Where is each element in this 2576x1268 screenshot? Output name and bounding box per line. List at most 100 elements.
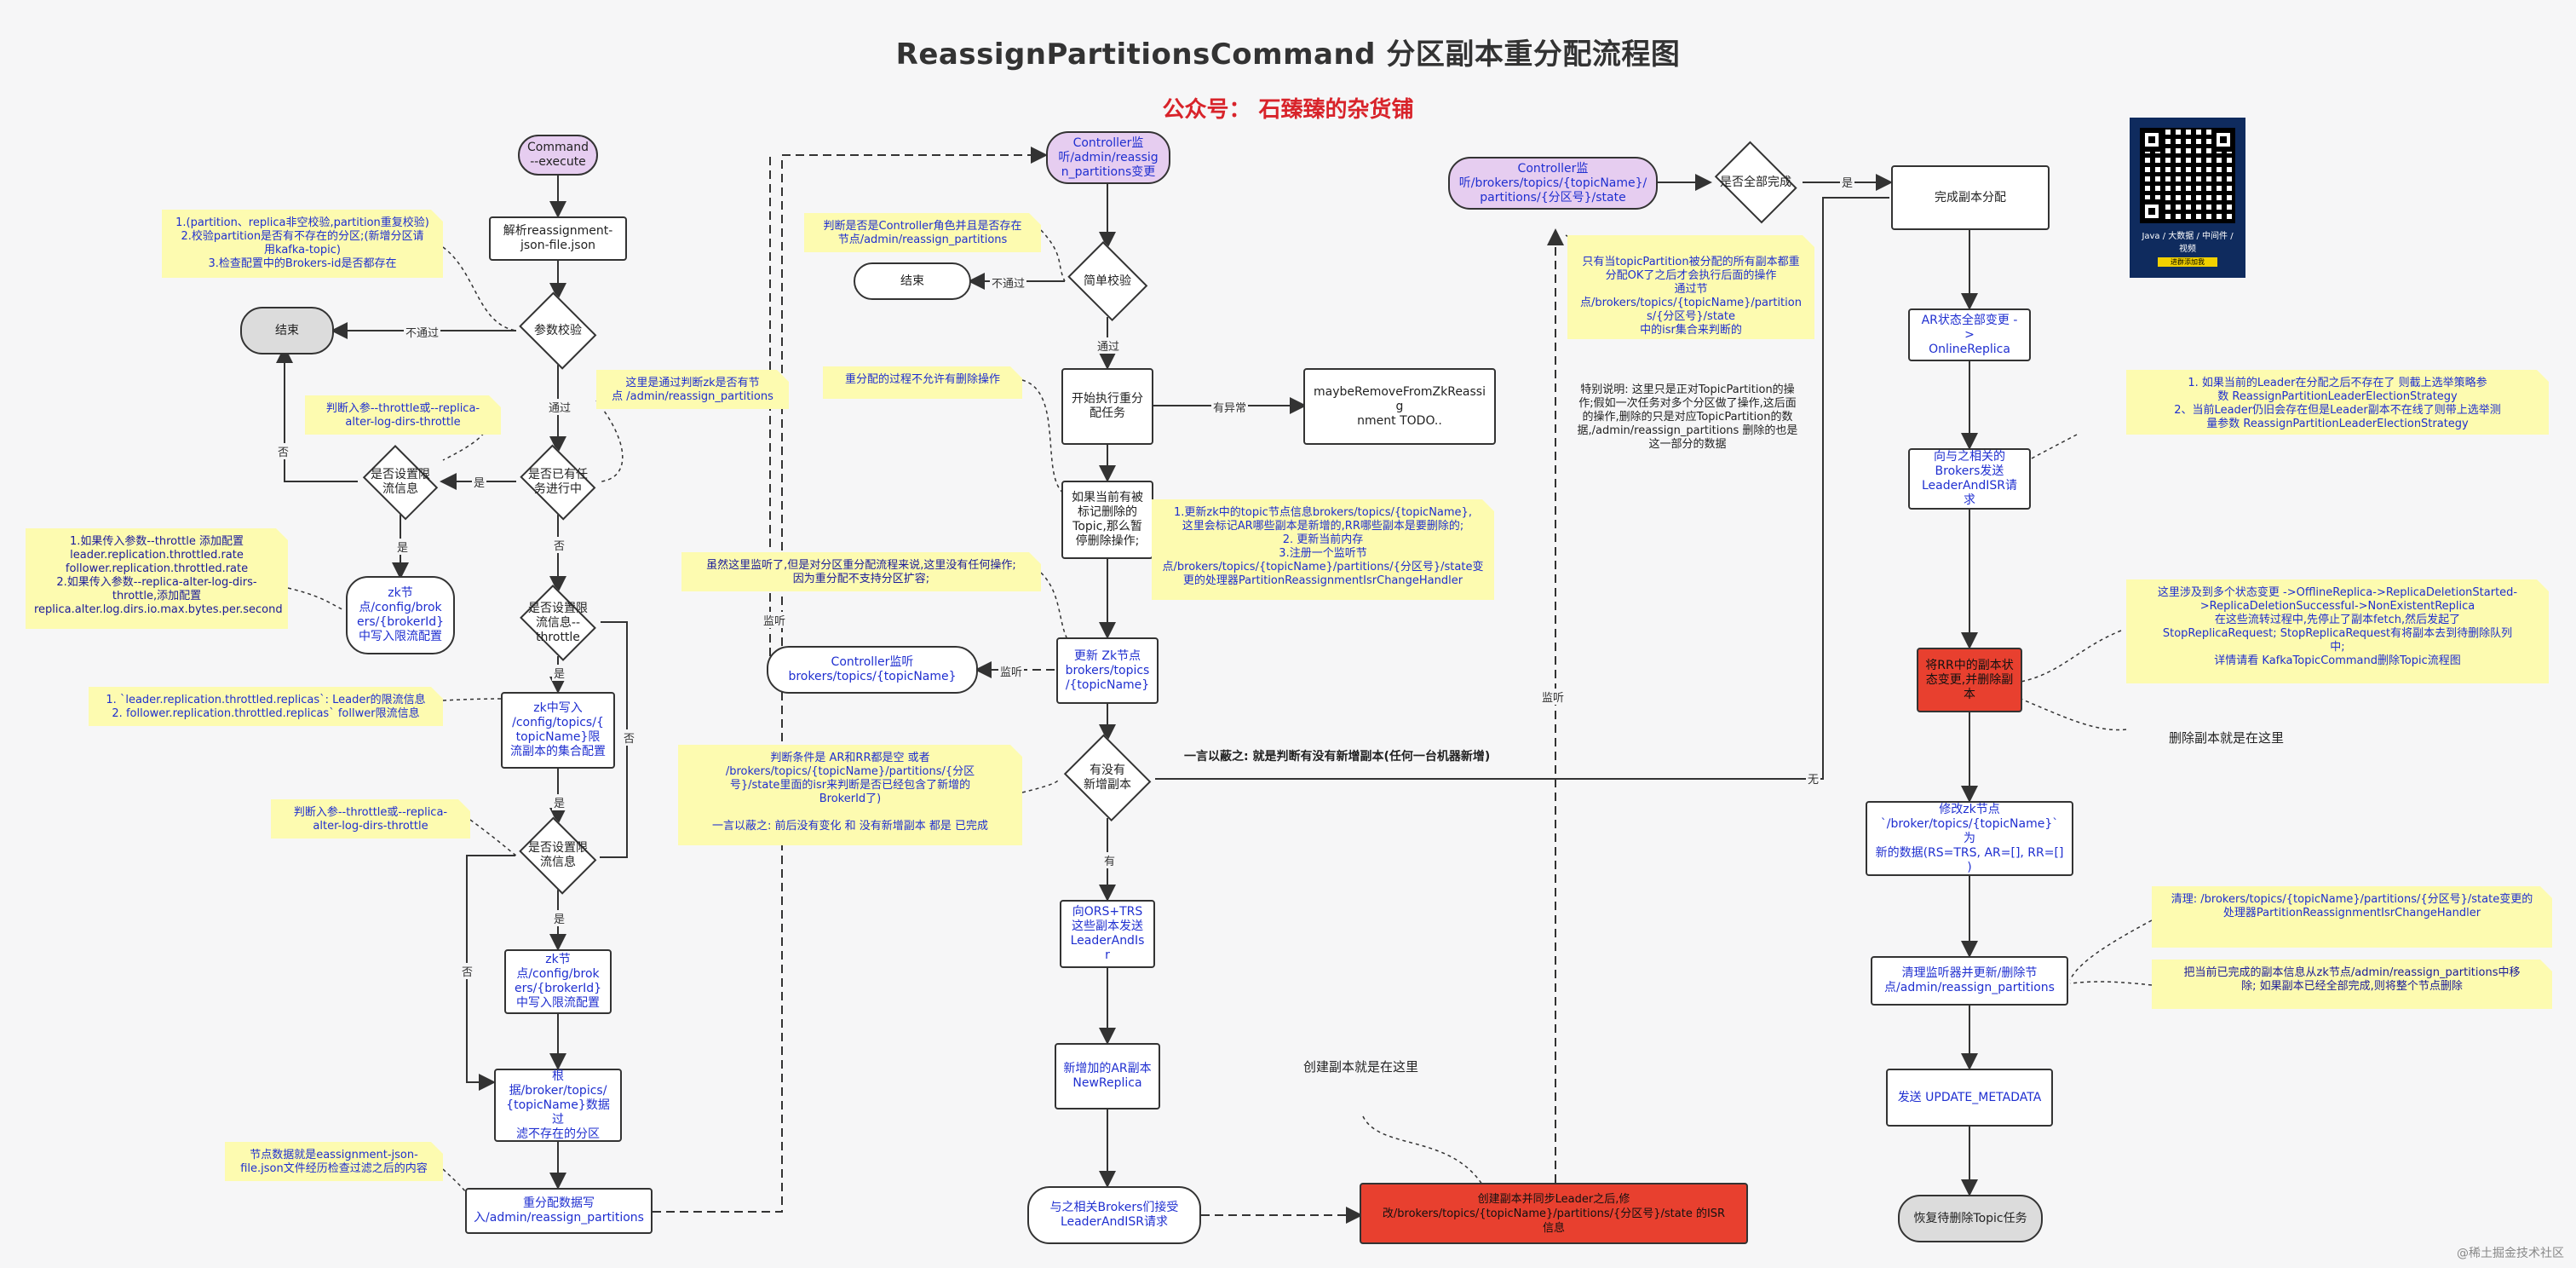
page-title: ReassignPartitionsCommand 分区副本重分配流程图 <box>895 37 1681 72</box>
controller-listen-reassign-text: Controller监 听/admin/reassig n_partitions… <box>1058 135 1159 179</box>
qr-finder <box>2211 128 2235 152</box>
task-running-label: 是否已有任 务进行中 <box>528 468 588 496</box>
edge-label-pass-mid: 通过 <box>1095 337 1122 354</box>
qr-pattern <box>2140 128 2235 223</box>
filter-partitions-node: 根 据/broker/topics/ {topicName}数据过 滤不存在的分… <box>494 1069 622 1142</box>
note-link <box>469 819 517 856</box>
edge-label-not-pass-mid: 不通过 <box>990 274 1027 291</box>
edge-label-no-2: 否 <box>552 537 567 553</box>
param-check-label: 参数校验 <box>534 323 582 337</box>
note-link <box>1362 1115 1483 1185</box>
edge-label-has: 有 <box>1102 852 1118 868</box>
controller-listen-topic-text: Controller监听 brokers/topics/{topicName} <box>788 655 957 683</box>
update-isr-text: 创建副本并同步Leader之后,修 改/brokers/topics/{topi… <box>1382 1192 1726 1235</box>
note-link <box>287 587 345 611</box>
end-node-middle: 结束 <box>854 262 971 300</box>
note-throttle-2: 判断入参--throttle或--replica- alter-log-dirs… <box>271 799 470 839</box>
throttle-decision-2: 是否设置限 流信息-- throttle <box>515 590 601 656</box>
note-isr-check-text: 只有当topicPartition被分配的所有副本都重 分配OK了之后才会执行后… <box>1580 256 1802 337</box>
send-leader-isr-node: 向ORS+TRS 这些副本发送 LeaderAndIsr <box>1060 900 1155 968</box>
pause-delete-node: 如果当前有被 标记删除的 Topic,那么暂 停删除操作; <box>1061 481 1153 559</box>
simple-check-label: 简单校验 <box>1084 274 1131 288</box>
send-leader-isr-text: 向ORS+TRS 这些副本发送 LeaderAndIsr <box>1070 905 1145 962</box>
parse-json-node: 解析reassignment- json-file.json <box>489 216 627 261</box>
edge-label-none: 无 <box>1806 770 1821 787</box>
note-listen-noop: 虽然这里监听了,但是对分区重分配流程来说,这里没有任何操作; 因为重分配不支持分… <box>681 552 1041 591</box>
edge-label-pass: 通过 <box>547 399 573 415</box>
brokers-receive-text: 与之相关Brokers们接受 LeaderAndISR请求 <box>1049 1201 1179 1229</box>
zk-topic-config-node: zk中写入 /config/topics/{ topicName}限 流副本的集… <box>501 692 615 769</box>
edge-label-no-3: 否 <box>622 729 637 746</box>
edge-label-exception: 有异常 <box>1211 399 1249 415</box>
edge-label-listen-mid: 监听 <box>998 663 1025 679</box>
note-link <box>2020 630 2122 683</box>
edge-label-yes-3: 是 <box>552 665 567 681</box>
delete-here-text: 删除副本就是在这里 <box>2169 730 2285 746</box>
note-link <box>1021 778 1061 793</box>
note-link <box>1021 379 1066 495</box>
edge-label-yes-right: 是 <box>1840 174 1855 190</box>
edge-label-yes: 是 <box>472 474 487 490</box>
zk-config-broker-node-1: zk节 点/config/brok ers/{brokerId} 中写入限流配置 <box>346 576 455 654</box>
has-new-replica-decision: 有没有 新增副本 <box>1060 738 1155 818</box>
maybe-remove-node: maybeRemoveFromZkReassig nment TODO.. <box>1303 368 1496 445</box>
throttle-decision-1: 是否设置限 流信息 <box>358 450 443 515</box>
filter-partitions-text: 根 据/broker/topics/ {topicName}数据过 滤不存在的分… <box>506 1069 610 1141</box>
note-link <box>1040 572 1074 648</box>
ar-online-node: AR状态全部变更 -> OnlineReplica <box>1908 308 2031 361</box>
task-running-decision: 是否已有任 务进行中 <box>515 450 601 515</box>
all-done-decision: 是否全部完成 <box>1709 147 1803 218</box>
has-new-replica-label: 有没有 新增副本 <box>1084 764 1131 792</box>
note-update-zk: 1.更新zk中的topic节点信息brokers/topics/{topicNa… <box>1152 499 1494 600</box>
zk-config-broker-node-2: zk节 点/config/brok ers/{brokerId} 中写入限流配置 <box>504 949 612 1014</box>
write-reassign-node: 重分配数据写 入/admin/reassign_partitions <box>465 1188 653 1234</box>
note-link <box>1040 229 1066 282</box>
note-special: 特别说明: 这里只是正对TopicPartition的操 作;假如一次任务对多个… <box>1577 383 1798 451</box>
note-link <box>2069 919 2153 981</box>
page-subtitle: 公众号： 石臻臻的杂货铺 <box>1162 97 1414 123</box>
edge-label-yes-4: 是 <box>552 794 567 810</box>
zk-topic-config-text: zk中写入 /config/topics/{ topicName}限 流副本的集… <box>510 701 606 758</box>
note-clear-node: 把当前已完成的副本信息从zk节点/admin/reassign_partitio… <box>2152 960 2552 1009</box>
resume-delete-node: 恢复待删除Topic任务 <box>1898 1195 2043 1242</box>
note-throttle-config: 1.如果传入参数--throttle 添加配置 leader.replicati… <box>26 528 288 629</box>
note-isr-math: targetReplicas.subsetOf(isr) <box>1605 351 1777 365</box>
note-clear-handler: 清理: /brokers/topics/{topicName}/partitio… <box>2152 886 2552 948</box>
clear-listener-node: 清理监听器并更新/删除节 点/admin/reassign_partitions <box>1871 956 2068 1006</box>
edge-label-yes-5: 是 <box>552 910 567 926</box>
update-zk-node: 更新 Zk节点 brokers/topics /{topicName} <box>1056 637 1159 704</box>
create-here-text: 创建副本就是在这里 <box>1303 1059 1419 1075</box>
edge-label-not-pass: 不通过 <box>404 324 441 340</box>
update-isr-node: 创建副本并同步Leader之后,修 改/brokers/topics/{topi… <box>1360 1183 1748 1244</box>
ar-online-text: AR状态全部变更 -> OnlineReplica <box>1921 313 2018 356</box>
note-param-check: 1.(partition、replica非空校验,partition重复校验) … <box>162 210 443 278</box>
controller-listen-state-text: Controller监 听/brokers/topics/{topicName}… <box>1458 161 1647 205</box>
qr-caption: Java / 大数据 / 中间件 / 视频 <box>2142 232 2234 254</box>
summary-text: 一言以蔽之: 就是判断有没有新增副本(任何一台机器新增) <box>1184 750 1491 764</box>
throttle-decision-2-label: 是否设置限 流信息-- throttle <box>528 601 588 644</box>
watermark: @稀土掘金技术社区 <box>2457 1247 2564 1260</box>
zk-config-broker-2-text: zk节 点/config/brok ers/{brokerId} 中写入限流配置 <box>514 953 602 1010</box>
delete-rr-node: 将RR中的副本状 态变更,并删除副本 <box>1917 648 2022 712</box>
update-zk-text: 更新 Zk节点 brokers/topics /{topicName} <box>1065 648 1150 692</box>
command-execute-node: Command --execute <box>518 135 598 176</box>
modify-zk-text: 修改zk节点 `/broker/topics/{topicName}` 为 新的… <box>1875 802 2064 874</box>
zk-config-broker-1-text: zk节 点/config/brok ers/{brokerId} 中写入限流配置 <box>356 586 445 643</box>
throttle-decision-1-label: 是否设置限 流信息 <box>371 468 430 496</box>
note-judge: 判断条件是 AR和RR都是空 或者 /brokers/topics/{topic… <box>678 745 1022 845</box>
edge-label-listen-left: 监听 <box>762 612 788 628</box>
new-replica-text: 新增加的AR副本 NewReplica <box>1063 1062 1152 1090</box>
controller-listen-reassign-node: Controller监 听/admin/reassig n_partitions… <box>1046 131 1170 184</box>
send-metadata-node: 发送 UPDATE_METADATA <box>1886 1069 2053 1127</box>
simple-check-decision: 简单校验 <box>1063 245 1152 317</box>
controller-listen-state-node: Controller监 听/brokers/topics/{topicName}… <box>1448 157 1658 210</box>
write-reassign-text: 重分配数据写 入/admin/reassign_partitions <box>474 1196 644 1225</box>
note-isr-check: 只有当topicPartition被分配的所有副本都重 分配OK了之后才会执行后… <box>1567 235 1814 339</box>
done-node: 完成副本分配 <box>1891 165 2050 230</box>
qr-finder <box>2140 199 2164 223</box>
start-task-node: 开始执行重分 配任务 <box>1061 368 1153 445</box>
note-link <box>442 698 502 701</box>
modify-zk-node: 修改zk节点 `/broker/topics/{topicName}` 为 新的… <box>1866 801 2073 876</box>
throttle-decision-3: 是否设置限 流信息 <box>515 821 601 890</box>
